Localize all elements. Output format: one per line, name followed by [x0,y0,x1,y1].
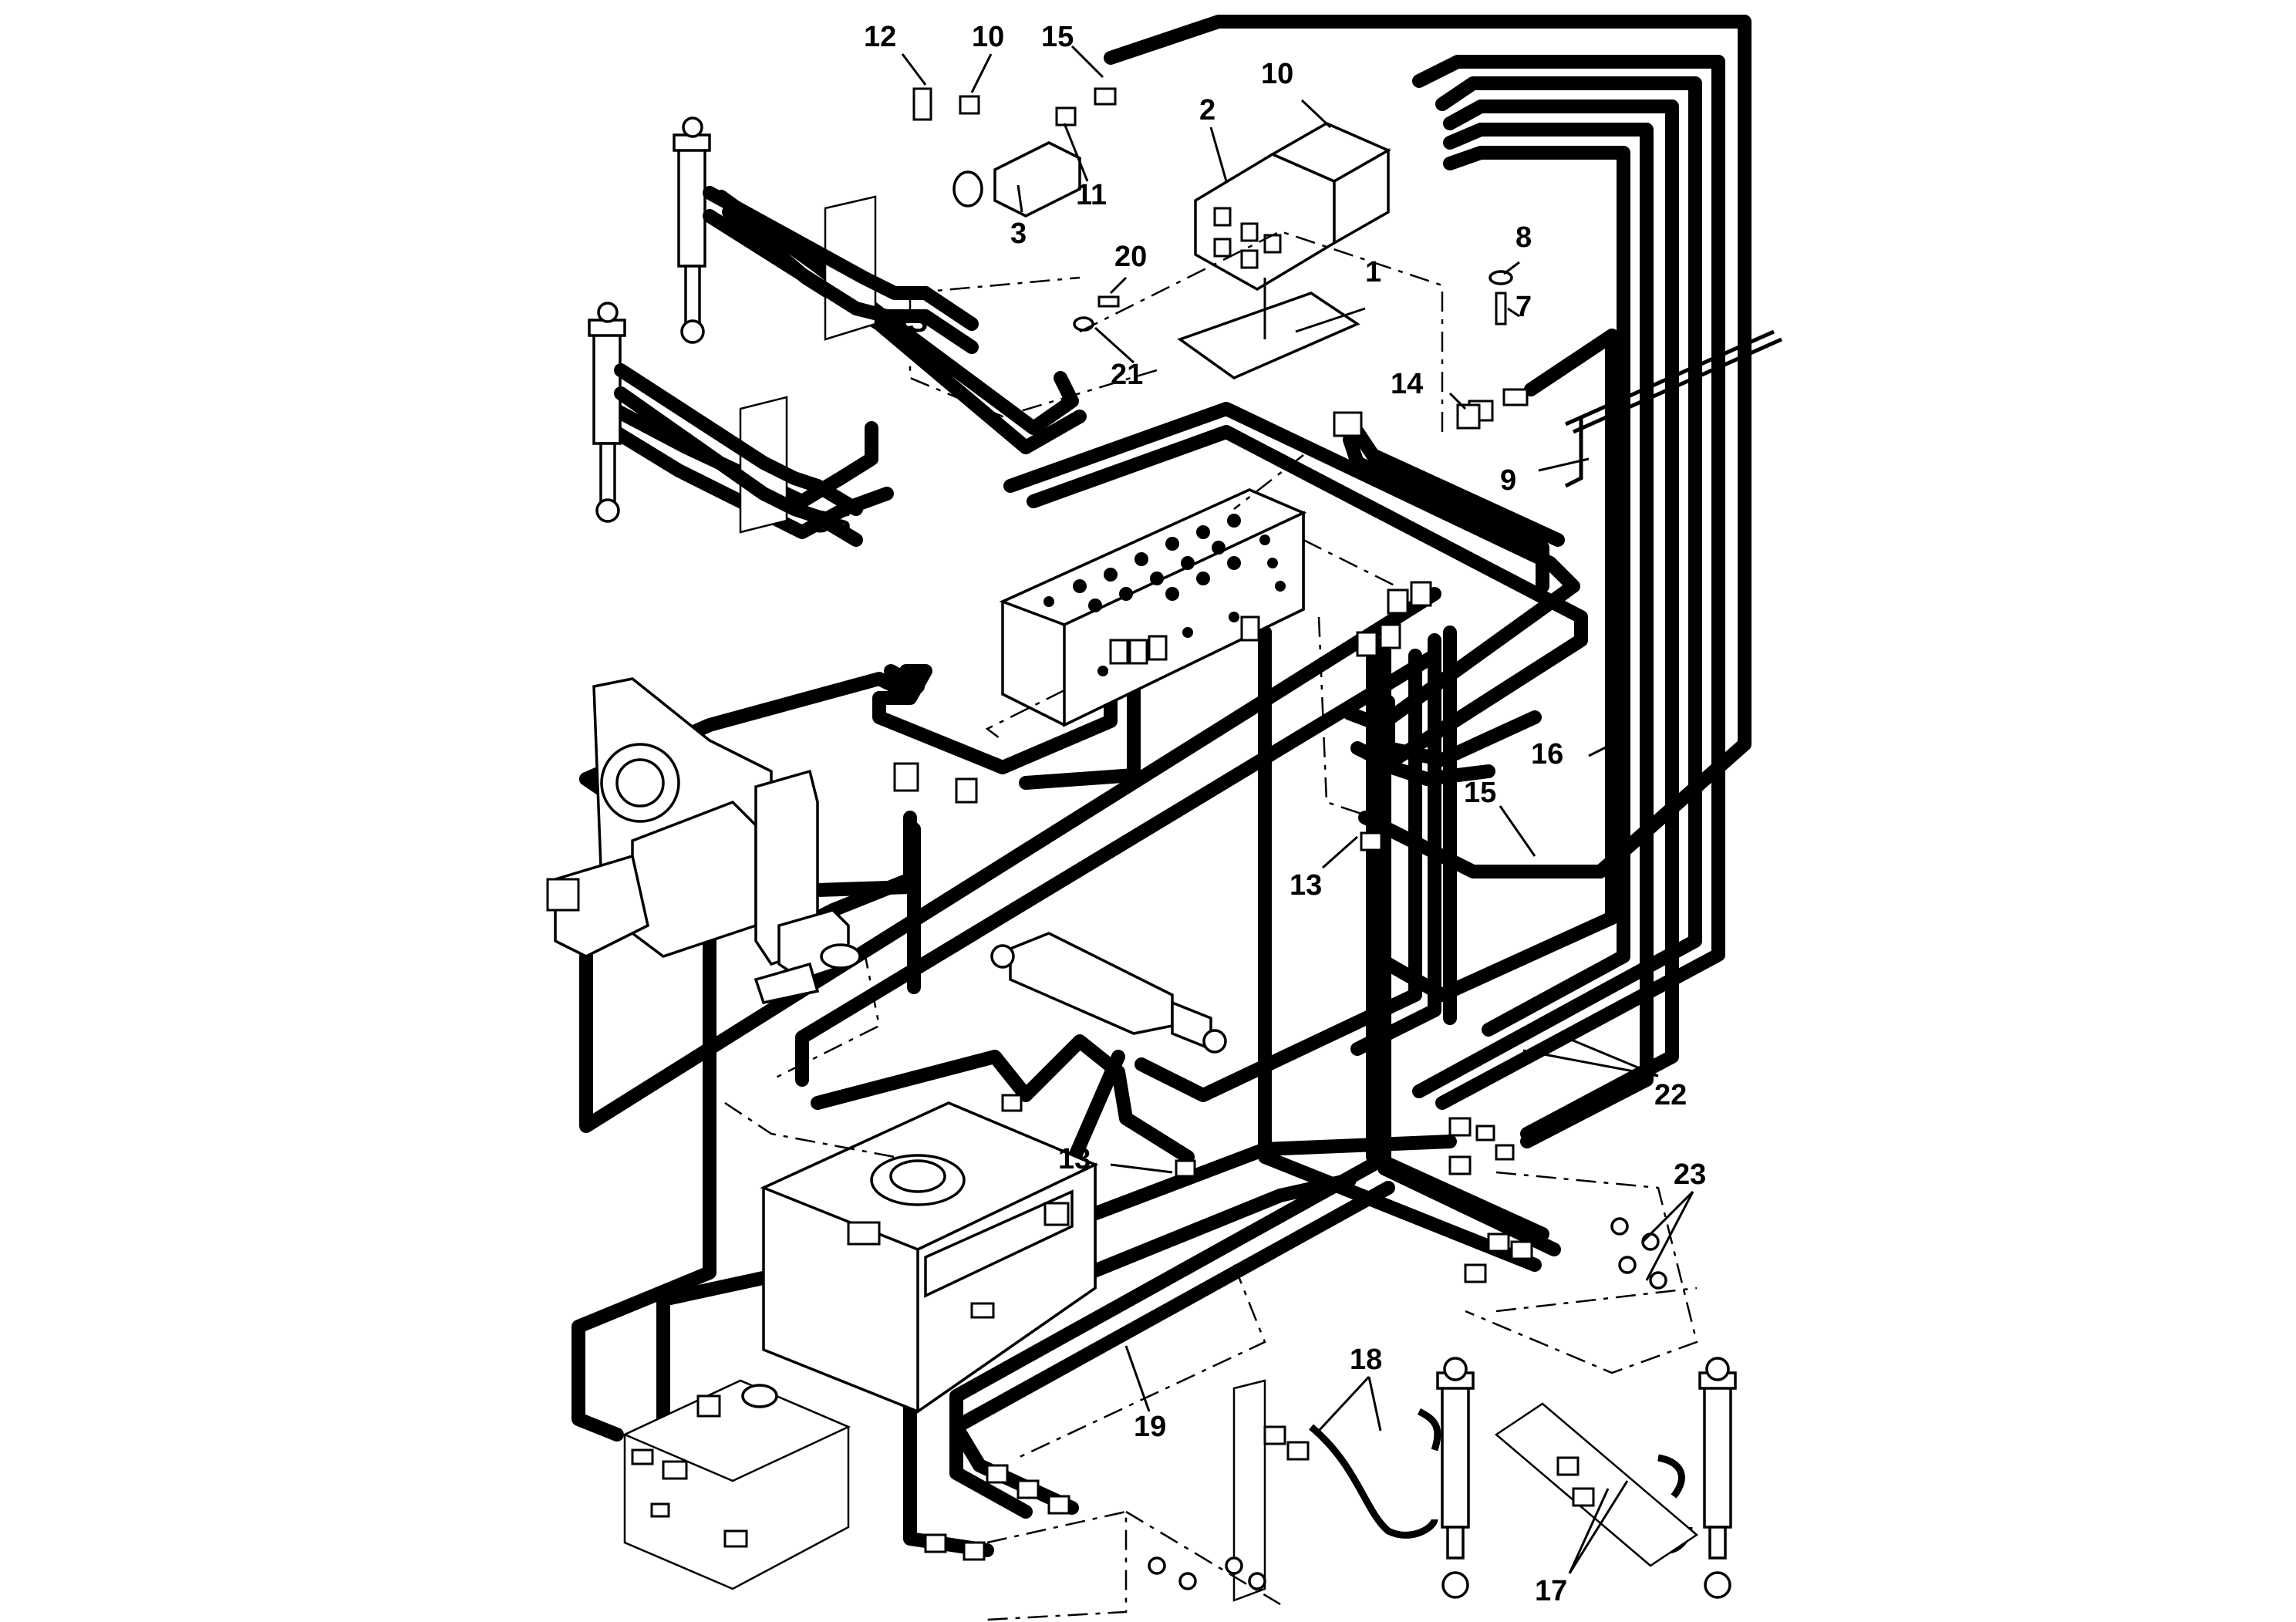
hose-break-symbol: SS [887,305,928,339]
hose-runs [571,15,1752,1557]
lower-cylinder-left [1441,1379,1470,1529]
callout-11: 11 [1076,179,1107,211]
washers [1148,1217,1667,1590]
callout-15-mid: 15 [1464,777,1496,809]
callout-labels: 12 10 15 10 2 11 3 8 7 20 1 21 14 9 16 1… [864,21,1706,1607]
fitting-cluster [924,831,1595,1561]
callout-14: 14 [1391,368,1423,400]
callout-19: 19 [1134,1411,1166,1443]
callout-10-top-right: 10 [1261,58,1293,90]
lower-cylinders [1232,1357,1737,1602]
bulkhead-panels [724,230,1698,1621]
callout-16: 16 [1531,738,1563,771]
callout-15-top: 15 [1041,21,1074,53]
callout-12: 12 [864,21,896,53]
callout-22: 22 [1654,1079,1687,1111]
callout-13-upper: 13 [1290,869,1322,902]
steering-cylinder [990,932,1227,1054]
leader-lines [901,45,1694,1574]
callout-1: 1 [1365,256,1381,288]
manifold-block [985,411,1432,819]
callout-23: 23 [1674,1158,1706,1191]
callout-3: 3 [1010,218,1027,250]
callout-18: 18 [1350,1344,1382,1376]
lower-cylinder-right [1703,1379,1732,1529]
callout-2: 2 [1199,94,1215,126]
callout-7: 7 [1515,291,1532,323]
callout-20: 20 [1114,241,1147,273]
callout-17: 17 [1535,1575,1567,1607]
upper-cylinders: SS SS [588,116,979,547]
pump-assembly [546,677,978,1005]
callout-8: 8 [1515,221,1532,254]
lift-cylinder-upper [677,137,706,268]
lift-cylinder-lower [592,322,622,445]
callout-9: 9 [1500,464,1516,497]
callout-13-lower: 13 [1058,1143,1091,1175]
callout-21: 21 [1111,359,1143,391]
reservoir-box [622,1379,851,1590]
hydraulic-tank [760,1101,1099,1415]
callout-10-top-left: 10 [972,21,1004,53]
hose-break-symbol: SS [810,505,851,539]
